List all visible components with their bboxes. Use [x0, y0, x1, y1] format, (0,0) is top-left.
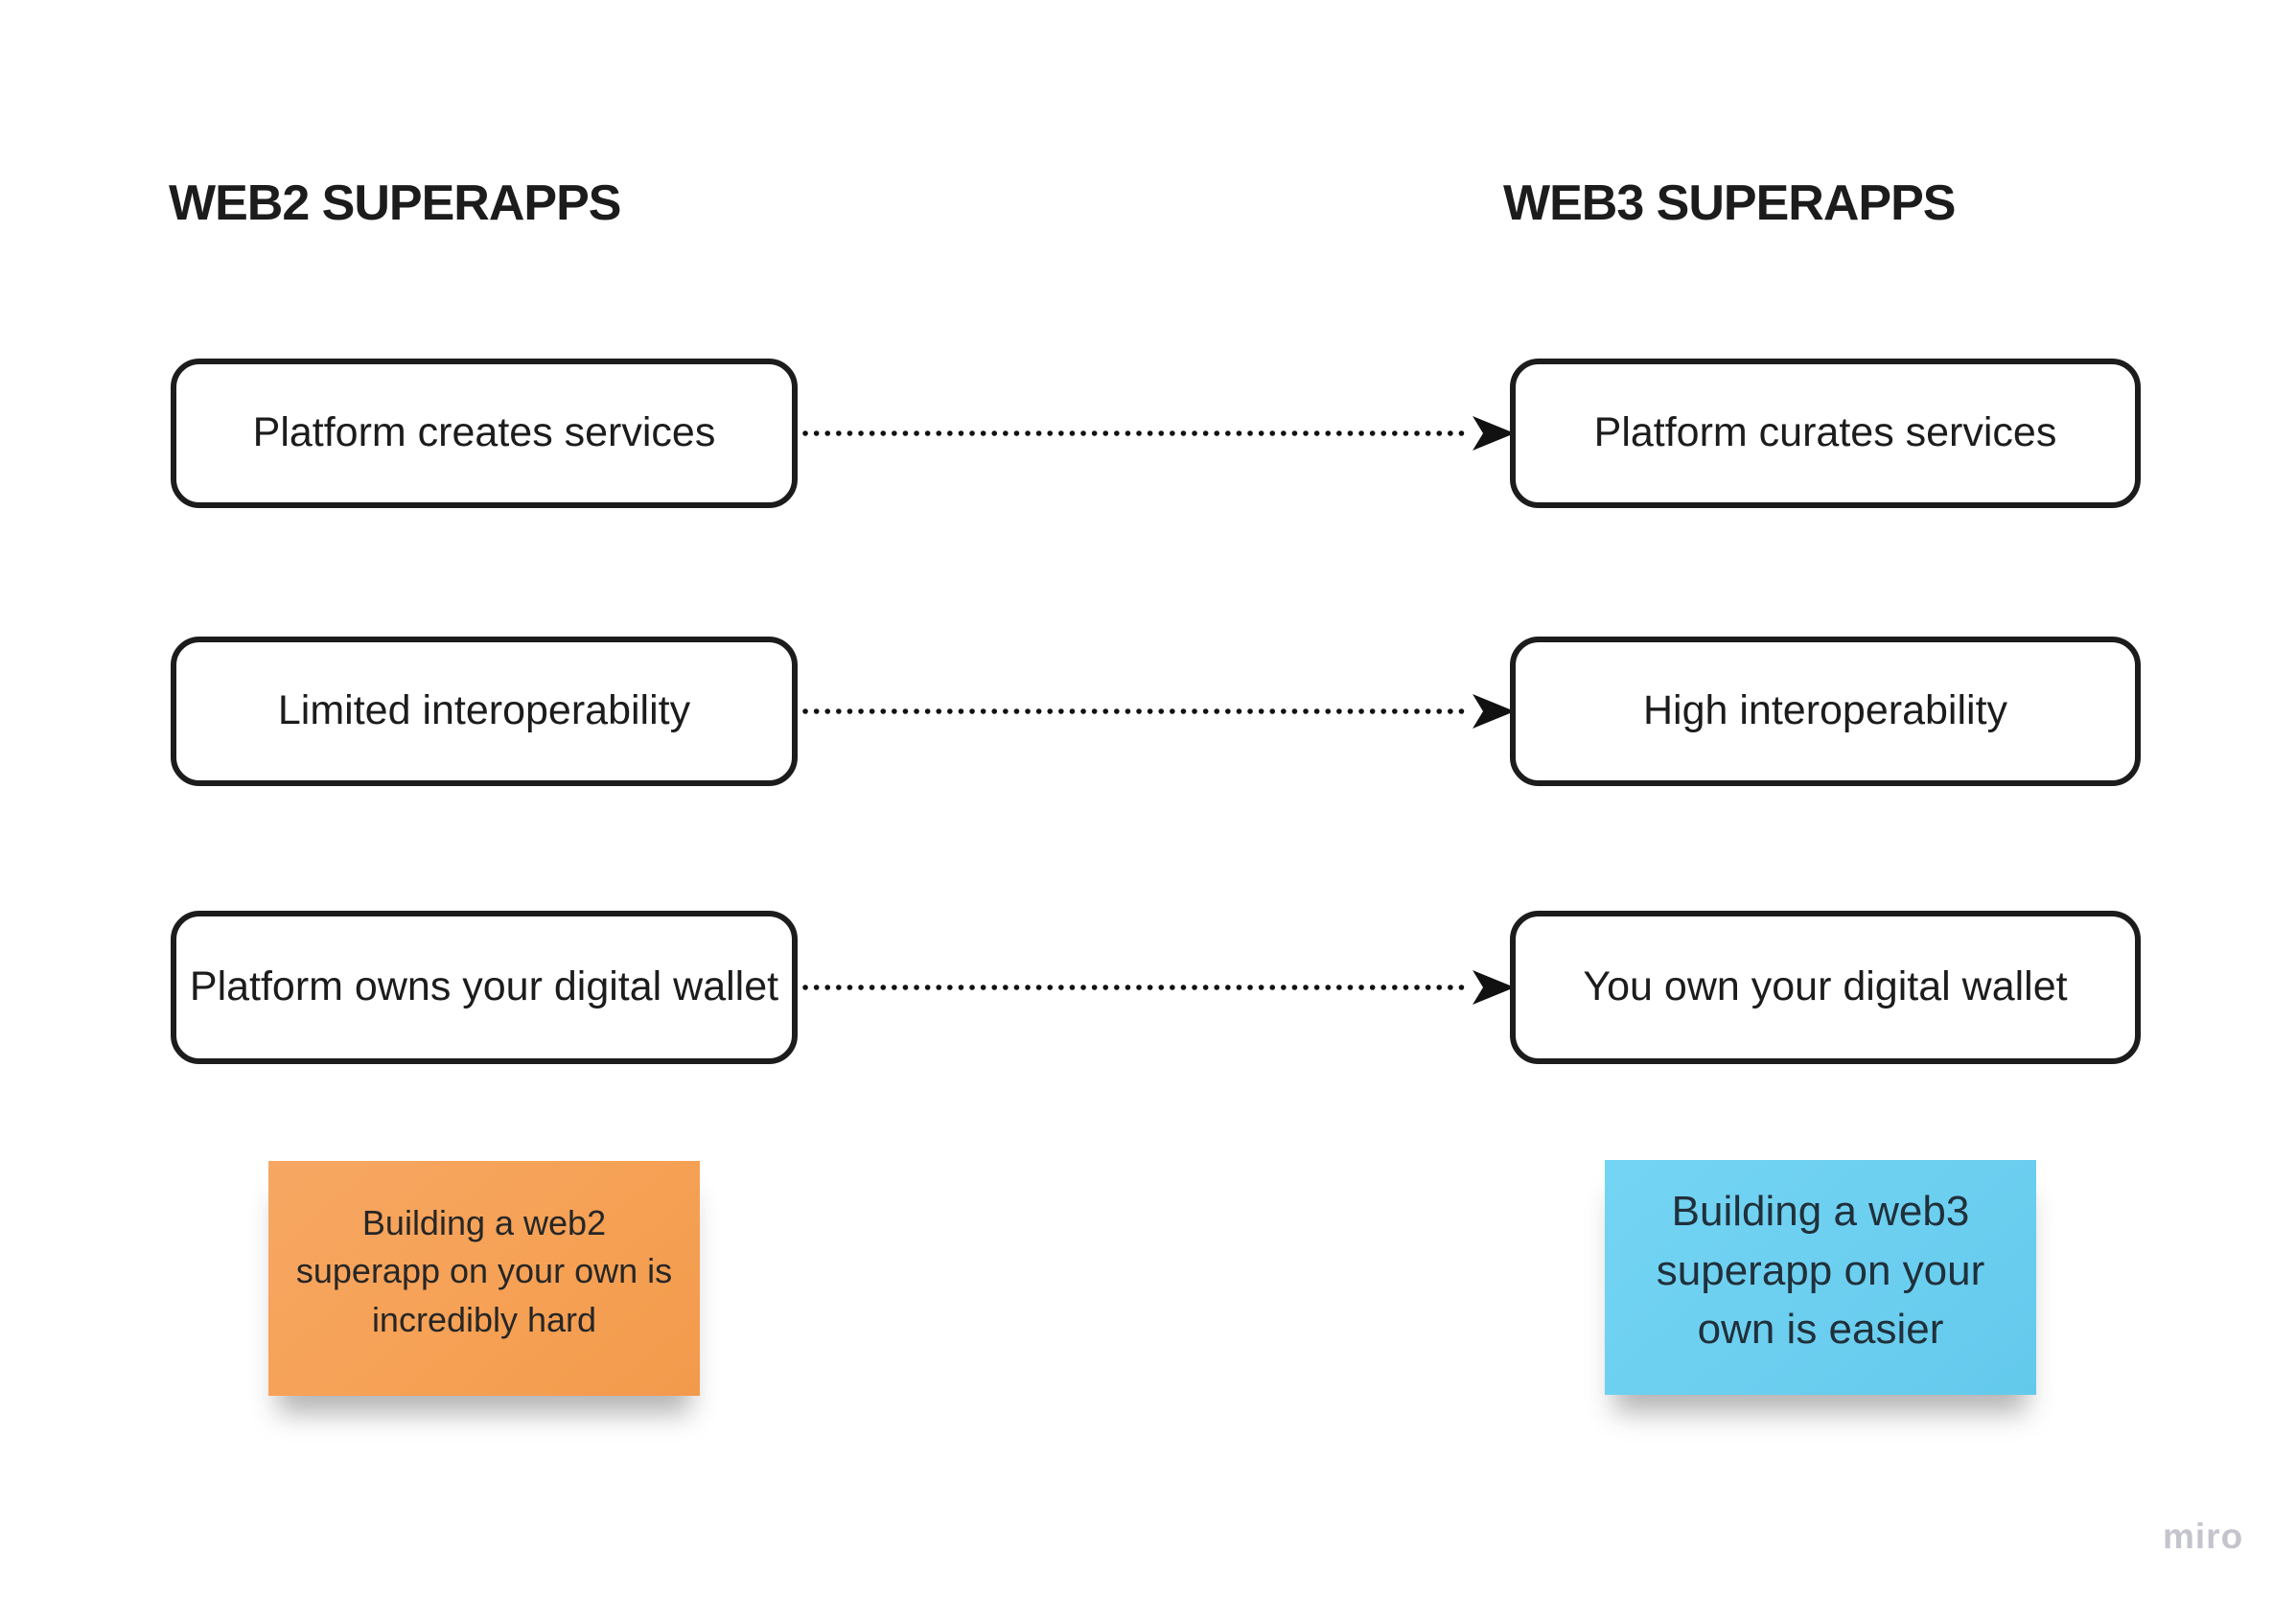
web2-column-title[interactable]: WEB2 SUPERAPPS: [169, 175, 621, 231]
shape-label: You own your digital wallet: [1583, 963, 2068, 1010]
web2-shape-platform-creates-services[interactable]: Platform creates services: [171, 359, 798, 508]
sticky-note-text: Building a web3 superapp on your own is …: [1656, 1188, 1985, 1354]
shape-label: Platform owns your digital wallet: [189, 963, 779, 1010]
dotted-arrow-connector[interactable]: [801, 691, 1515, 731]
web3-shape-high-interoperability[interactable]: High interoperability: [1510, 637, 2141, 786]
sticky-note-web2-hard[interactable]: Building a web2 superapp on your own is …: [268, 1161, 700, 1396]
web3-column-title[interactable]: WEB3 SUPERAPPS: [1503, 175, 1956, 231]
web3-shape-platform-curates-services[interactable]: Platform curates services: [1510, 359, 2141, 508]
shape-label: Platform creates services: [252, 409, 716, 456]
dotted-arrow-connector[interactable]: [801, 413, 1515, 453]
sticky-note-web3-easier[interactable]: Building a web3 superapp on your own is …: [1605, 1160, 2036, 1395]
shape-label: High interoperability: [1642, 687, 2008, 734]
miro-logo-watermark: miro: [2163, 1517, 2244, 1556]
web2-shape-platform-owns-wallet[interactable]: Platform owns your digital wallet: [171, 911, 798, 1064]
shape-label: Limited interoperability: [277, 687, 691, 734]
web2-shape-limited-interoperability[interactable]: Limited interoperability: [171, 637, 798, 786]
dotted-arrow-connector[interactable]: [801, 967, 1515, 1008]
web3-shape-you-own-wallet[interactable]: You own your digital wallet: [1510, 911, 2141, 1064]
sticky-note-text: Building a web2 superapp on your own is …: [295, 1202, 673, 1339]
shape-label: Platform curates services: [1593, 409, 2057, 456]
